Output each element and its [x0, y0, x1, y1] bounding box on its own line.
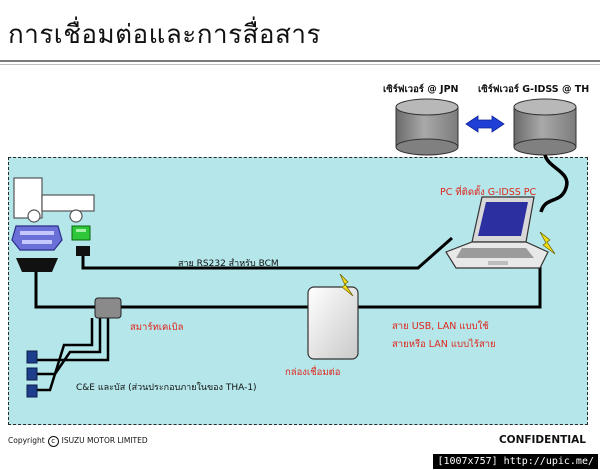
company-name: ISUZU MOTOR LIMITED	[61, 436, 148, 445]
server-jpn-label: เซิร์ฟเวอร์ @ JPN	[383, 84, 459, 95]
server-to-pc-cable	[539, 154, 569, 213]
sync-arrow-icon	[465, 115, 505, 133]
title-divider-thin	[0, 64, 600, 65]
server-th-icon	[513, 98, 577, 156]
laptop-icon	[445, 196, 549, 269]
interface-box-label: กล่องเชื่อมต่อ	[285, 367, 341, 378]
watermark: [1007x757] http://upic.me/	[433, 454, 598, 469]
wireless-signal-icon	[539, 231, 556, 255]
ce-bus-label: C&E และบัส (ส่วนประกอบภายในของ THA-1)	[76, 383, 257, 393]
confidential-label: CONFIDENTIAL	[498, 434, 586, 446]
title-divider	[0, 60, 600, 62]
main-bus-cable	[34, 258, 542, 309]
obd-connector-icon	[11, 225, 63, 251]
slide-title: การเชื่อมต่อและการสื่อสาร	[8, 20, 321, 50]
rs232-cable	[81, 236, 453, 270]
usb-lan-label: สาย USB, LAN แบบใช้	[392, 321, 489, 332]
interface-box-icon	[307, 286, 359, 360]
ce-connector-icon	[26, 367, 38, 381]
copyright-prefix: Copyright	[8, 436, 45, 445]
truck-icon	[13, 177, 95, 223]
server-th-label: เซิร์ฟเวอร์ G-IDSS @ TH	[478, 84, 590, 95]
rs232-label: สาย RS232 สำหรับ BCM	[178, 259, 279, 269]
pc-label: PC ที่ติดตั้ง G-IDSS PC	[440, 187, 537, 198]
server-jpn-icon	[395, 98, 459, 156]
ce-connector-icon	[26, 350, 38, 364]
ce-bus-cable	[36, 318, 110, 392]
ce-connector-icon	[26, 384, 38, 398]
bcm-connector-icon	[71, 225, 91, 256]
smart-cable-module-icon	[94, 297, 122, 319]
wireless-lan-label: สายหรือ LAN แบบไร้สาย	[392, 339, 496, 350]
wireless-signal-icon	[339, 273, 354, 297]
obd-adapter-icon	[16, 258, 58, 272]
copyright-symbol: c	[47, 436, 59, 447]
smart-cable-label: สมาร์ทเคเบิล	[130, 322, 184, 333]
